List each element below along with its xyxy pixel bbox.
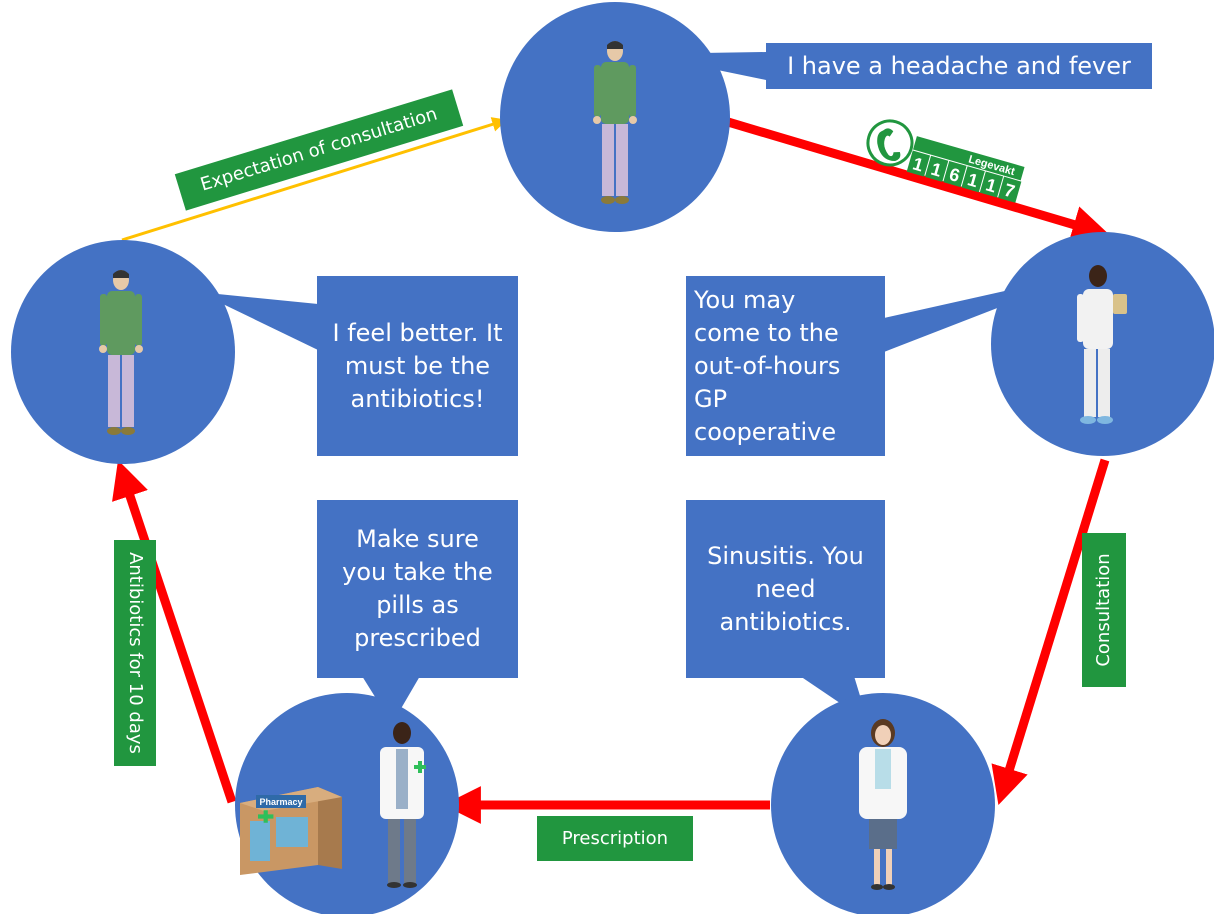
edge-pharmacist-to-patient (112, 460, 237, 804)
phone-number-badge: Legevakt 1 1 6 1 1 7 (866, 119, 1025, 203)
nurse-figure-icon (1077, 265, 1127, 424)
patient-recovered-icon (99, 270, 143, 435)
speech-bubble-patient-end: I feel better. It must be the antibiotic… (317, 276, 518, 456)
phone-number-digits: 1 1 6 1 1 7 (906, 150, 1022, 203)
edge-label-consultation: Consultation (1082, 533, 1126, 687)
speech-bubble-patient-start: I have a headache and fever (766, 43, 1152, 89)
pharmacist-figure-icon (380, 722, 426, 888)
edge-label-antibiotics: Antibiotics for 10 days (114, 540, 156, 766)
speech-tail-pharmacist (362, 676, 420, 724)
pharmacy-building-icon: Pharmacy (240, 787, 342, 875)
edge-patient-to-nurse (726, 117, 1111, 243)
speech-bubble-nurse: You may come to the out-of-hours GP coop… (686, 276, 885, 456)
speech-tail-patient-end (198, 292, 318, 350)
phone-icon (866, 119, 914, 167)
patient-figure-icon (593, 41, 637, 204)
edge-patient-to-start (121, 117, 508, 242)
pharmacy-sign-text: Pharmacy (259, 797, 302, 807)
doctor-figure-icon (859, 719, 907, 890)
edge-label-prescription: Prescription (537, 816, 693, 861)
speech-bubble-doctor: Sinusitis. You need antibiotics. (686, 500, 885, 678)
speech-bubble-pharmacist: Make sure you take the pills as prescrib… (317, 500, 518, 678)
edge-nurse-to-doctor (991, 458, 1110, 806)
